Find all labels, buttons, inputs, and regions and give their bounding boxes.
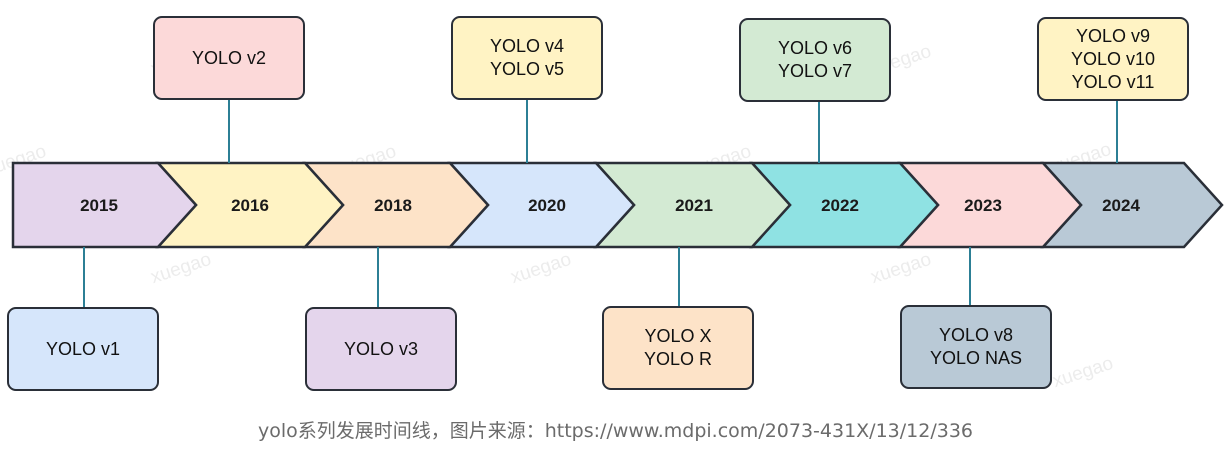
version-box-2016: YOLO v2	[153, 16, 305, 100]
version-label: YOLO R	[643, 349, 713, 369]
connector-line-2022	[818, 102, 820, 163]
version-box-2015: YOLO v1	[7, 307, 159, 391]
figure-caption: yolo系列发展时间线，图片来源：https://www.mdpi.com/20…	[257, 420, 974, 442]
version-label: YOLO v2	[191, 47, 267, 68]
version-label: YOLO v10	[1070, 48, 1156, 69]
version-box-2020: YOLO v4 YOLO v5	[451, 16, 603, 100]
year-label-2018: 2018	[374, 196, 412, 215]
connector-line-2018	[377, 247, 379, 307]
connector-line-2015	[83, 247, 85, 307]
connector-line-2016	[228, 100, 230, 163]
version-label: YOLO v1	[45, 338, 121, 359]
timeline-segment-2015	[11, 161, 198, 249]
year-label-2021: 2021	[675, 196, 713, 215]
version-label: YOLO X	[644, 326, 712, 346]
year-label-2022: 2022	[821, 196, 859, 215]
year-label-2020: 2020	[528, 196, 566, 215]
version-label: YOLO v6	[777, 38, 853, 58]
year-label-2015: 2015	[80, 196, 118, 215]
version-label: YOLO v8	[938, 325, 1014, 345]
version-box-2018: YOLO v3	[305, 307, 457, 391]
version-box-2021: YOLO X YOLO R	[602, 306, 754, 390]
version-label: YOLO v7	[777, 61, 853, 81]
connector-line-2024	[1116, 101, 1118, 163]
year-label-2024: 2024	[1102, 196, 1140, 215]
version-box-2022: YOLO v6 YOLO v7	[739, 18, 891, 102]
version-box-2023: YOLO v8 YOLO NAS	[900, 305, 1052, 389]
version-label: YOLO v5	[489, 59, 565, 79]
year-label-2016: 2016	[231, 196, 269, 215]
version-label: YOLO v3	[343, 338, 419, 359]
year-label-2023: 2023	[964, 196, 1002, 215]
version-label: YOLO NAS	[929, 348, 1023, 368]
version-label: YOLO v4	[489, 36, 565, 56]
connector-line-2021	[678, 247, 680, 306]
version-label: YOLO v9	[1075, 25, 1151, 46]
version-label: YOLO v11	[1071, 71, 1155, 92]
connector-line-2023	[969, 247, 971, 305]
connector-line-2020	[526, 100, 528, 163]
